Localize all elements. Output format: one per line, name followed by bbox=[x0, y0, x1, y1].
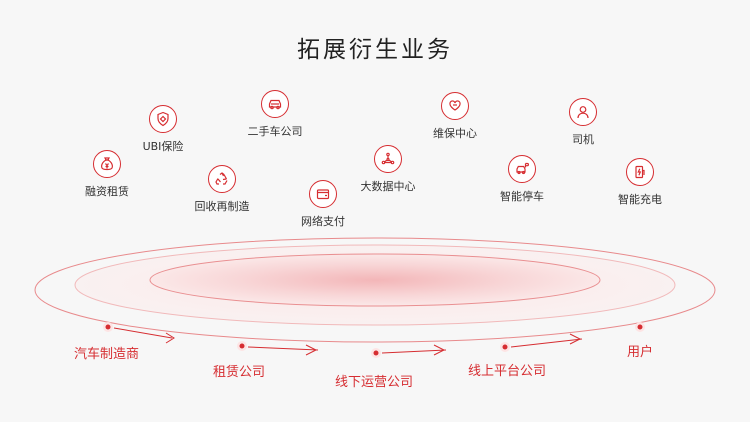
chain-dot bbox=[637, 324, 643, 330]
network-icon bbox=[374, 145, 402, 173]
service-node-driver: 司机 bbox=[533, 98, 633, 147]
service-node-big-data-center: 大数据中心 bbox=[338, 145, 438, 194]
parking-icon bbox=[508, 155, 536, 183]
service-label: 融资租赁 bbox=[85, 185, 129, 198]
chain-node-leasing-company: 租赁公司 bbox=[213, 365, 266, 380]
service-node-recycle-remanufacture: 回收再制造 bbox=[172, 165, 272, 214]
heart-hand-icon bbox=[441, 92, 469, 120]
wallet-icon bbox=[309, 180, 337, 208]
chain-dots bbox=[103, 322, 645, 358]
page-title: 拓展衍生业务 bbox=[297, 37, 453, 63]
service-label: 二手车公司 bbox=[247, 125, 303, 138]
inner-disc bbox=[149, 253, 601, 307]
service-label: 维保中心 bbox=[433, 127, 477, 140]
service-node-used-car-company: 二手车公司 bbox=[225, 90, 325, 139]
shield-icon bbox=[149, 105, 177, 133]
service-node-smart-parking: 智能停车 bbox=[472, 155, 572, 204]
chain-node-offline-operator: 线下运营公司 bbox=[335, 375, 414, 390]
chain-dot bbox=[105, 324, 111, 330]
service-label: 网络支付 bbox=[301, 215, 345, 228]
service-node-online-payment: 网络支付 bbox=[273, 180, 373, 229]
service-node-smart-charging: 智能充电 bbox=[590, 158, 690, 207]
service-label: 司机 bbox=[572, 133, 594, 146]
service-label: 智能停车 bbox=[500, 190, 544, 203]
service-label: 智能充电 bbox=[618, 193, 662, 206]
chain-dot bbox=[239, 343, 245, 349]
car-icon bbox=[261, 90, 289, 118]
service-node-ubi-insurance: UBI保险 bbox=[113, 105, 213, 154]
charging-icon bbox=[626, 158, 654, 186]
chain-dot bbox=[502, 344, 508, 350]
service-node-maintenance-center: 维保中心 bbox=[405, 92, 505, 141]
chain-connectors bbox=[113, 327, 583, 356]
recycle-icon bbox=[208, 165, 236, 193]
chain-node-car-manufacturer: 汽车制造商 bbox=[74, 347, 140, 362]
driver-icon bbox=[569, 98, 597, 126]
chain-node-user: 用户 bbox=[627, 345, 654, 360]
chain-node-online-platform: 线上平台公司 bbox=[468, 364, 547, 379]
service-label: UBI保险 bbox=[142, 140, 184, 153]
service-node-financial-leasing: 融资租赁 bbox=[57, 150, 157, 199]
service-label: 回收再制造 bbox=[194, 200, 250, 213]
service-label: 大数据中心 bbox=[360, 180, 416, 193]
chain-dot bbox=[373, 350, 379, 356]
outer-ring bbox=[34, 237, 716, 343]
money-bag-icon bbox=[93, 150, 121, 178]
